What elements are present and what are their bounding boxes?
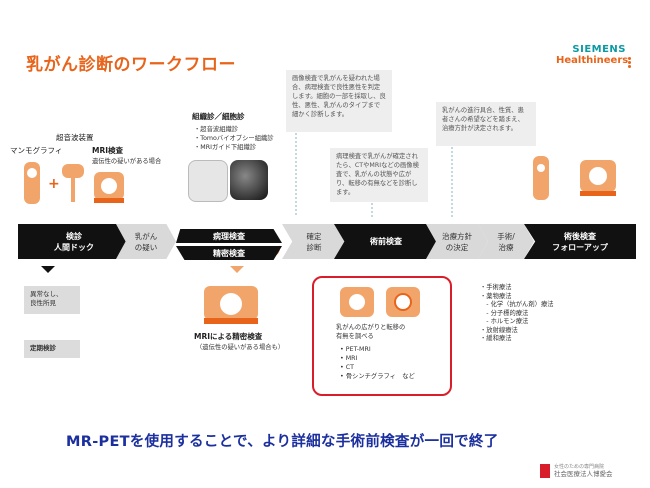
treatment-list: ・手術療法 ・薬物療法 - 化学（抗がん剤）療法 - 分子標的療法 - ホルモン…	[480, 284, 554, 344]
step-suspicion-line1: 乳がん	[134, 231, 158, 241]
step-screening: 検診人間ドック	[18, 224, 130, 259]
treatment-item: ・緩和療法	[480, 335, 512, 342]
step-policy-line1: 治療方針	[442, 231, 472, 241]
note-pathology: 画像検査で乳がんを疑われた場合、病理検査で良性悪性を判定します。細胞の一部を採取…	[286, 70, 392, 132]
mri-precise-sub: （遺伝性の疑いがある場合も）	[196, 344, 285, 351]
step-followup-line1: 術後検査	[564, 231, 596, 241]
plus-icon: +	[48, 176, 60, 192]
biopsy-item-2: ・Tomoバイオプシー組織診	[194, 135, 274, 142]
step-suspicion: 乳がんの疑い	[116, 224, 176, 259]
logo-dots	[628, 56, 636, 69]
page-title: 乳がん診断のワークフロー	[26, 55, 236, 75]
label-mri-sub: 遺伝性の疑いがある場合	[92, 158, 162, 165]
logo-line1: SIEMENS	[572, 44, 626, 55]
redbox-item-4: • 骨シンチグラフィ など	[340, 373, 415, 380]
step-screening-line2: 人間ドック	[54, 242, 94, 252]
label-biopsy: 組織診／細胞診	[192, 112, 245, 121]
pet-scanner-icon	[580, 160, 616, 200]
mri-machine-icon	[94, 172, 124, 204]
headline-mr-pet: MR-PETを使用することで、より詳細な手術前検査が一回で終了	[66, 434, 499, 450]
biopsy-item-1: ・超音波組織診	[194, 126, 239, 133]
treatment-item: - 化学（抗がん剤）療法	[480, 301, 554, 308]
mri-precise-icon	[204, 286, 258, 324]
hospital-mark-icon	[540, 464, 550, 478]
redbox-heading-1: 乳がんの広がりと転移の	[336, 324, 406, 331]
treatment-item: ・放射線療法	[480, 326, 518, 334]
label-ultrasound: 超音波装置	[56, 133, 94, 142]
biopsy-hands-image	[188, 160, 228, 202]
preop-highlight-box	[312, 276, 452, 396]
radiotherapy-machine-icon	[533, 156, 549, 200]
ct-scanner-icon	[386, 287, 420, 321]
biopsy-item-3: ・MRIガイド下組織診	[194, 144, 257, 151]
redbox-item-3: • CT	[340, 364, 354, 371]
note-preop: 病理検査で乳がんが確定されたら、CTやMRIなどの画像検査で、乳がんの状態や広が…	[330, 148, 428, 202]
treatment-item: ・手術療法	[480, 284, 512, 291]
ultrasound-machine-icon	[62, 164, 84, 204]
step-followup-line2: フォローアップ	[552, 242, 608, 252]
siemens-healthineers-logo: SIEMENS Healthineers	[556, 44, 631, 68]
step-policy-line2: の決定	[445, 242, 469, 252]
footer-small-text: 女性のための専門病院	[554, 464, 605, 470]
treatment-item: - 分子標的療法	[480, 309, 529, 317]
note-treatment: 乳がんの進行具合、性質、患者さんの希望などを踏まえ、治療方針が決定されます。	[436, 102, 536, 146]
step-diagnosis-line2: 診断	[306, 242, 322, 252]
footer-org-name: 社会医療法人博愛会	[554, 470, 613, 478]
logo-line2: Healthineers	[556, 55, 629, 66]
step-followup: 術後検査フォローアップ	[524, 224, 636, 259]
cell-micrograph-image	[230, 160, 268, 200]
step-suspicion-line2: の疑い	[134, 242, 158, 252]
box-regular-checkup: 定期検診	[24, 340, 80, 358]
treatment-item: - ホルモン療法	[480, 318, 529, 325]
redbox-item-1: • PET-MRI	[340, 346, 371, 353]
step-diagnosis: 確定診断	[282, 224, 346, 259]
step-treatment-line1: 手術/	[497, 231, 515, 241]
label-mri: MRI検査	[92, 146, 124, 155]
box-no-abnormality-line2: 良性所見	[30, 299, 56, 307]
step-treatment-line2: 治療	[498, 242, 514, 252]
step-preop: 術前検査	[334, 224, 438, 259]
box-no-abnormality-line1: 異常なし、	[30, 290, 63, 298]
treatment-item: ・薬物療法	[480, 292, 512, 300]
hospital-logo: 女性のための専門病院 社会医療法人博愛会	[540, 464, 650, 478]
step-policy: 治療方針の決定	[426, 224, 488, 259]
mri-precise-title: MRIによる精密検査	[194, 332, 263, 341]
step-screening-line1: 検診	[66, 231, 82, 241]
box-no-abnormality: 異常なし、 良性所見	[24, 286, 80, 314]
step-diagnosis-line1: 確定	[306, 231, 322, 241]
redbox-heading-2: 有無を調べる	[336, 333, 374, 340]
mammography-machine-icon	[20, 162, 44, 204]
down-arrow-icon	[41, 266, 55, 273]
label-mammography: マンモグラフィ	[10, 146, 63, 155]
step-pathology: 病理検査	[176, 229, 282, 243]
step-precise: 精密検査	[176, 246, 282, 260]
redbox-item-2: • MRI	[340, 355, 358, 362]
pet-mri-icon	[340, 287, 374, 321]
